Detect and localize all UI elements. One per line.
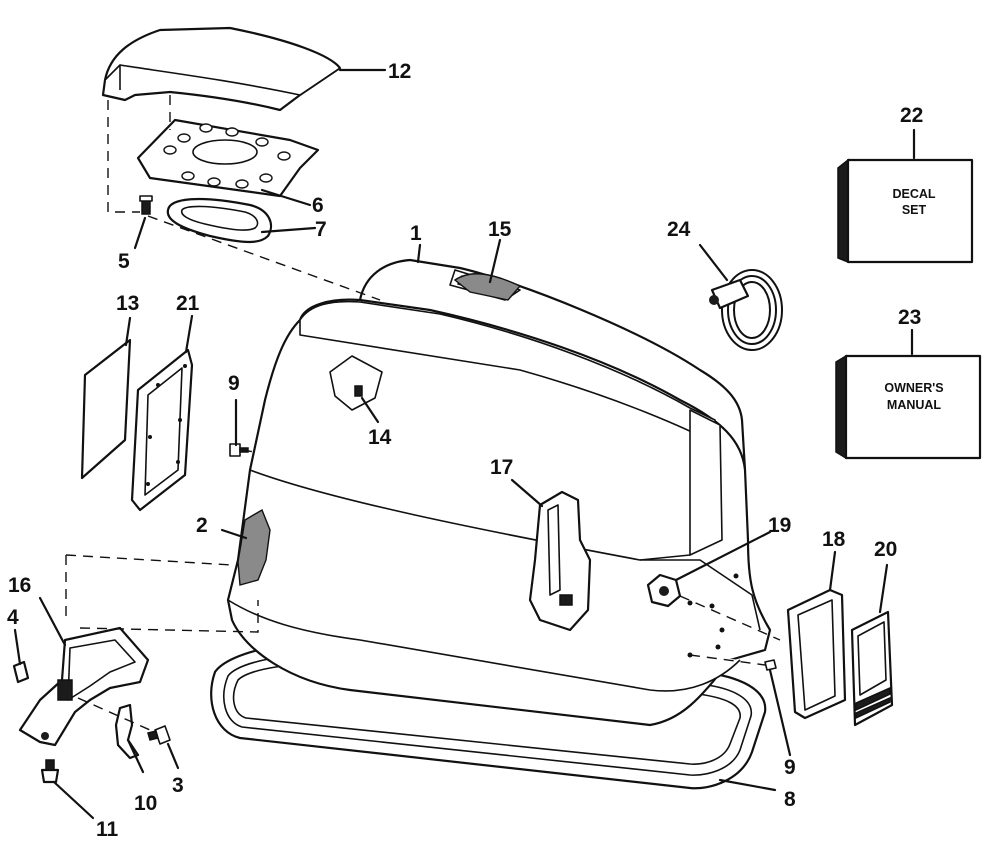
frame-part-18 xyxy=(786,588,847,720)
callout-21: 21 xyxy=(176,292,200,315)
top-cover-part-12 xyxy=(101,26,342,112)
bolt-part-3 xyxy=(147,725,171,745)
cable-part-24 xyxy=(709,269,783,351)
frame-part-21 xyxy=(130,348,194,512)
patch-part-2 xyxy=(237,508,271,586)
grommet-part-19 xyxy=(646,573,682,608)
manual-box-line-1: OWNER'S xyxy=(884,381,943,395)
box-labels: DECAL SET OWNER'S MANUAL xyxy=(884,187,943,412)
assembly-guide-lines xyxy=(65,95,781,731)
callout-18: 18 xyxy=(822,528,846,551)
latch-plate-part-17 xyxy=(528,490,592,632)
callout-14: 14 xyxy=(368,426,392,449)
callout-leader-lines xyxy=(13,68,916,820)
callout-11: 11 xyxy=(96,818,119,841)
seal-ring-part-7 xyxy=(166,197,273,244)
callout-17: 17 xyxy=(490,456,513,479)
decal-box-line-1: DECAL xyxy=(892,187,935,201)
callout-labels: 12 6 7 5 1 15 24 22 23 13 21 9 14 17 2 1… xyxy=(7,60,923,841)
callout-24: 24 xyxy=(667,218,691,241)
engine-cover-part-1 xyxy=(226,258,772,727)
callout-2: 2 xyxy=(196,514,208,537)
manual-box-line-2: MANUAL xyxy=(887,398,942,412)
plate-part-14 xyxy=(329,355,383,411)
callout-9-upper: 9 xyxy=(228,372,240,395)
decal-box-line-2: SET xyxy=(902,203,927,217)
callout-15: 15 xyxy=(488,218,512,241)
callout-23: 23 xyxy=(898,306,921,329)
clip-part-4 xyxy=(12,660,30,684)
callout-6: 6 xyxy=(312,194,324,217)
callout-7: 7 xyxy=(315,218,327,241)
callout-4: 4 xyxy=(7,606,19,629)
callout-1: 1 xyxy=(410,222,422,245)
bracket-part-16 xyxy=(18,626,150,747)
grommet-part-11 xyxy=(40,759,60,784)
decal-part-15 xyxy=(453,273,522,301)
decal-sheet-part-20 xyxy=(850,610,894,727)
gasket-plate-part-6 xyxy=(136,118,320,198)
callout-5: 5 xyxy=(118,250,130,273)
callout-22: 22 xyxy=(900,104,923,127)
callout-12: 12 xyxy=(388,60,411,83)
callout-8: 8 xyxy=(784,788,796,811)
callout-16: 16 xyxy=(8,574,31,597)
callout-19: 19 xyxy=(768,514,791,537)
callout-3: 3 xyxy=(172,774,184,797)
owners-manual-box-part-23 xyxy=(835,354,982,460)
screw-part-9-lower xyxy=(764,659,777,671)
screw-part-5 xyxy=(139,195,153,215)
panel-part-13 xyxy=(80,338,132,480)
callout-20: 20 xyxy=(874,538,897,561)
spring-clip-part-10 xyxy=(114,703,140,760)
callout-9-lower: 9 xyxy=(784,756,796,779)
callout-13: 13 xyxy=(116,292,139,315)
callout-10: 10 xyxy=(134,792,157,815)
decal-set-box-part-22 xyxy=(837,158,974,264)
